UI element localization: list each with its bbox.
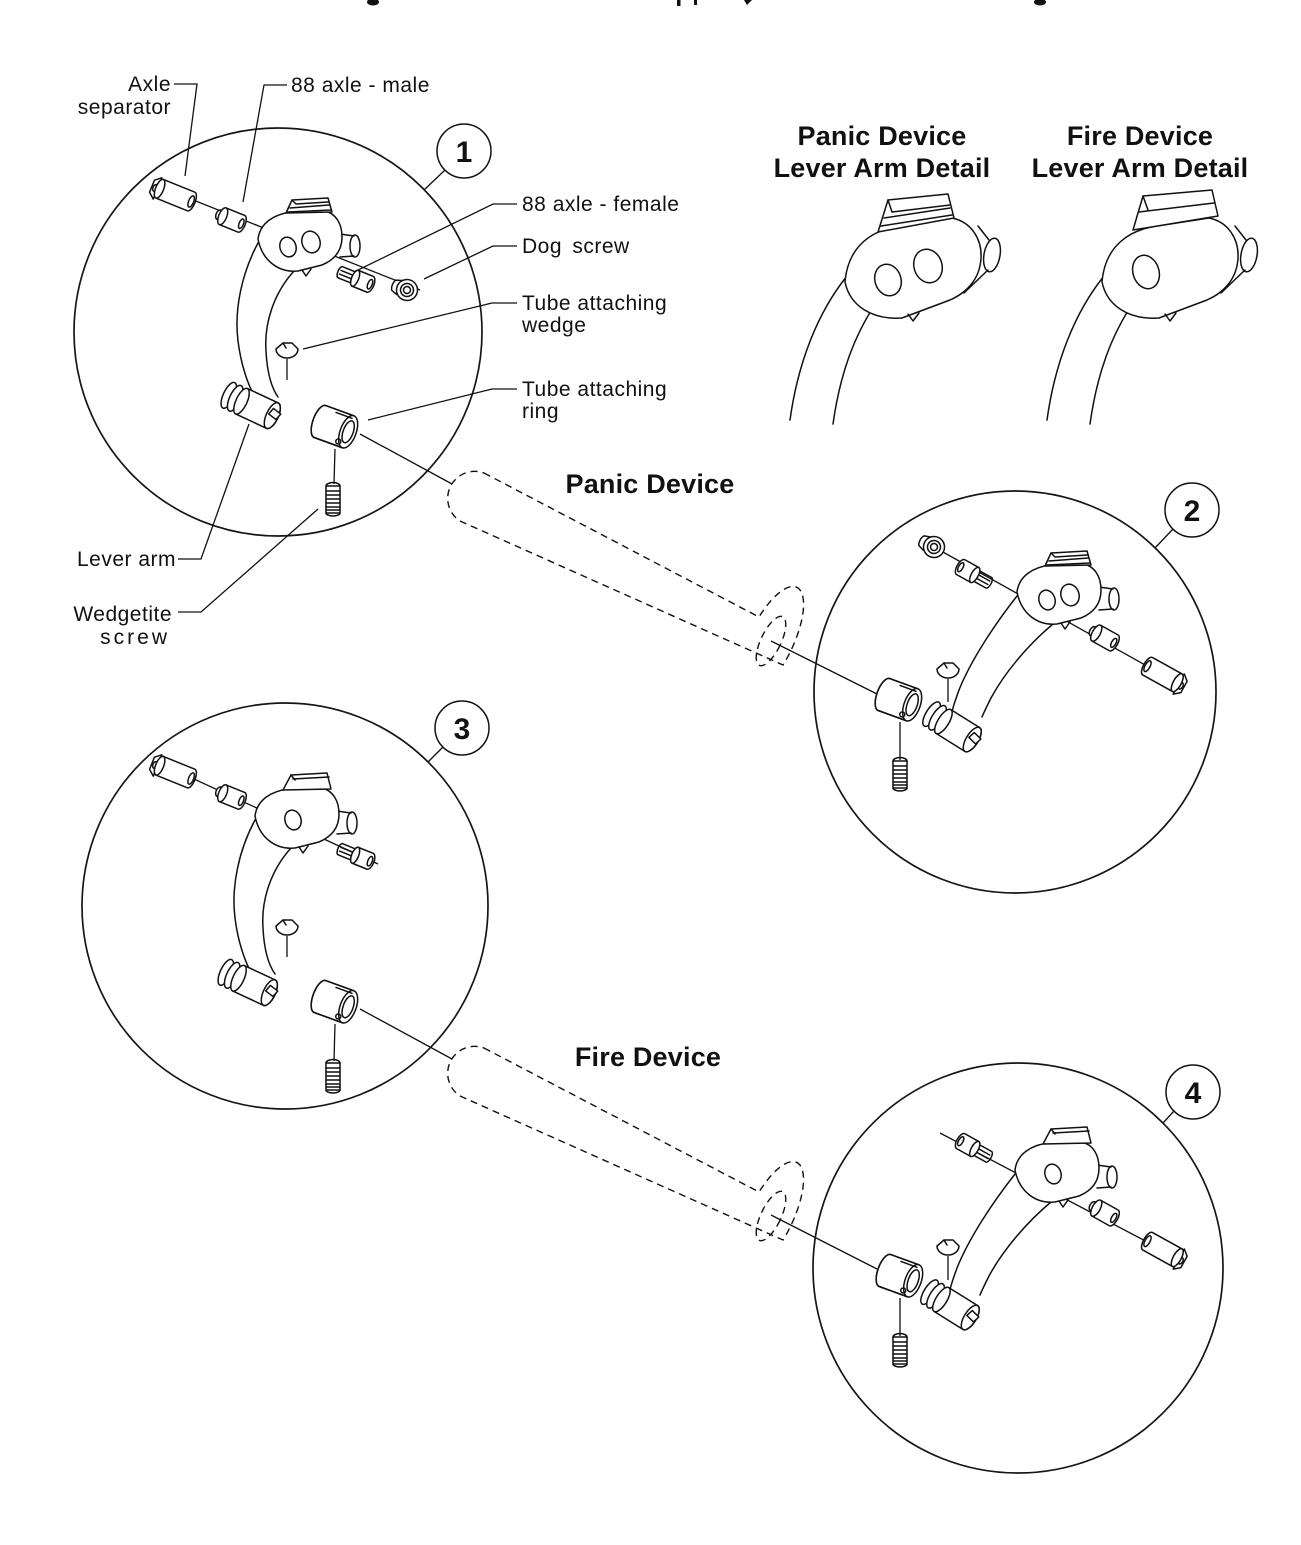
badge-1-number: 1: [456, 136, 473, 169]
fire-lever-arm-detail: Fire Device Lever Arm Detail: [1032, 121, 1259, 425]
detail-3-fire-exploded: 3: [81, 700, 490, 1110]
tube-ring-part: [870, 675, 927, 725]
tube-to-ring-line: [770, 1214, 878, 1270]
tube-body: [447, 1045, 805, 1241]
detail-4-fire-exploded: 4: [812, 1062, 1224, 1474]
badge-4-circle: [1165, 1064, 1221, 1120]
dog-screw-part: [914, 529, 950, 563]
ring-to-tube-line: [359, 1008, 453, 1060]
axle-female-part: [334, 262, 378, 295]
wedgetite-screw-part: [892, 1332, 908, 1368]
tube-wedge-part: [275, 342, 299, 359]
wedgetite-screw-part: [325, 1058, 341, 1094]
ring-screw-line: [333, 1023, 336, 1062]
tube-body: [447, 470, 805, 666]
badge-4-leader: [1162, 1110, 1175, 1124]
badge-3-number: 3: [454, 713, 471, 746]
axle-female-leader: [353, 203, 517, 273]
lever-arm-part: [919, 551, 1119, 755]
detail-circle-1: [73, 127, 483, 537]
detail-1-panic-exploded: 1: [73, 123, 492, 537]
badge-4-number: 4: [1185, 1077, 1202, 1110]
axle-separator-label-1: Axle: [128, 73, 171, 96]
tube-wedge-part: [936, 662, 960, 679]
badge-1-circle: [436, 123, 492, 179]
badge-2-circle: [1164, 482, 1220, 538]
detail-circle-4: [812, 1062, 1224, 1474]
badge-3-circle: [434, 700, 490, 756]
tube-wedge-part: [275, 919, 299, 936]
tube-wedge-leader: [302, 302, 517, 350]
dog-screw-leader: [423, 245, 517, 280]
axle-separator-part: [146, 751, 200, 792]
tube-ring-part: [871, 1251, 928, 1301]
axle-separator-part: [1137, 1228, 1191, 1273]
tube-ring-label-1: Tube attaching: [522, 378, 667, 401]
fire-device-heading: Fire Device: [575, 1042, 721, 1072]
cropped-text-remnant: [367, 0, 1046, 6]
tube-wedge-label-2: wedge: [521, 314, 586, 337]
tube-wedge-label-1: Tube attaching: [522, 292, 667, 315]
panic-device-tube: Panic Device: [359, 433, 878, 695]
badge-2-number: 2: [1184, 495, 1201, 528]
panic-device-heading: Panic Device: [565, 469, 734, 499]
tube-ring-part: [306, 402, 363, 452]
panic-lever-arm-detail: Panic Device Lever Arm Detail: [774, 121, 1002, 425]
axle-male-part: [212, 781, 250, 812]
panic-detail-heading-2: Lever Arm Detail: [774, 153, 991, 183]
tube-ring-leader: [367, 388, 517, 421]
axle-female-part: [952, 1131, 996, 1167]
detail-circle-2: [813, 490, 1217, 894]
lever-arm-label: Lever arm: [77, 548, 176, 571]
wedgetite-screw-part: [892, 756, 908, 792]
lever-arm-part: [917, 1127, 1117, 1333]
tube-ring-part: [306, 977, 363, 1027]
dog-screw-label: Dog screw: [522, 235, 630, 258]
ring-screw-line: [333, 448, 336, 485]
wedgetite-screw-part: [325, 481, 341, 517]
tube-to-ring-line: [770, 640, 878, 695]
badge-1-leader: [423, 169, 446, 191]
lever-arm-part: [218, 198, 360, 431]
wedgetite-label-2: screw: [100, 626, 170, 649]
axle-separator-part: [146, 174, 200, 215]
tube-wedge-part: [936, 1239, 960, 1256]
axle-male-label: 88 axle - male: [291, 74, 430, 97]
axle-separator-leader: [174, 83, 198, 177]
axle-male-part: [1085, 1196, 1123, 1229]
ring-to-tube-line: [359, 433, 453, 485]
panic-detail-heading-1: Panic Device: [797, 121, 966, 151]
fire-device-tube: Fire Device: [359, 1008, 878, 1270]
lever-arm-leader: [178, 423, 250, 560]
detail-1-labels: Axle separator 88 axle - male 88 axle - …: [73, 73, 679, 649]
fire-detail-heading-1: Fire Device: [1067, 121, 1213, 151]
axle-male-part: [1085, 621, 1123, 654]
detail-2-panic-exploded: 2: [813, 482, 1220, 894]
axle-female-part: [334, 839, 378, 872]
axle-female-label: 88 axle - female: [522, 193, 679, 216]
wedgetite-leader: [178, 508, 319, 613]
axle-separator-label-2: separator: [78, 96, 171, 119]
axle-female-part: [952, 557, 996, 593]
wedgetite-label-1: Wedgetite: [73, 603, 172, 626]
fire-lever-arm-drawing: [1046, 189, 1259, 425]
badge-3-leader: [427, 746, 444, 763]
detail-circle-3: [81, 702, 489, 1110]
tube-ring-label-2: ring: [522, 400, 559, 423]
badge-2-leader: [1154, 528, 1174, 549]
axle-male-leader: [242, 84, 287, 203]
fire-detail-heading-2: Lever Arm Detail: [1032, 153, 1249, 183]
axle-separator-part: [1137, 653, 1191, 698]
panic-lever-arm-drawing: [789, 193, 1002, 425]
tube-end-face: [755, 1190, 787, 1242]
